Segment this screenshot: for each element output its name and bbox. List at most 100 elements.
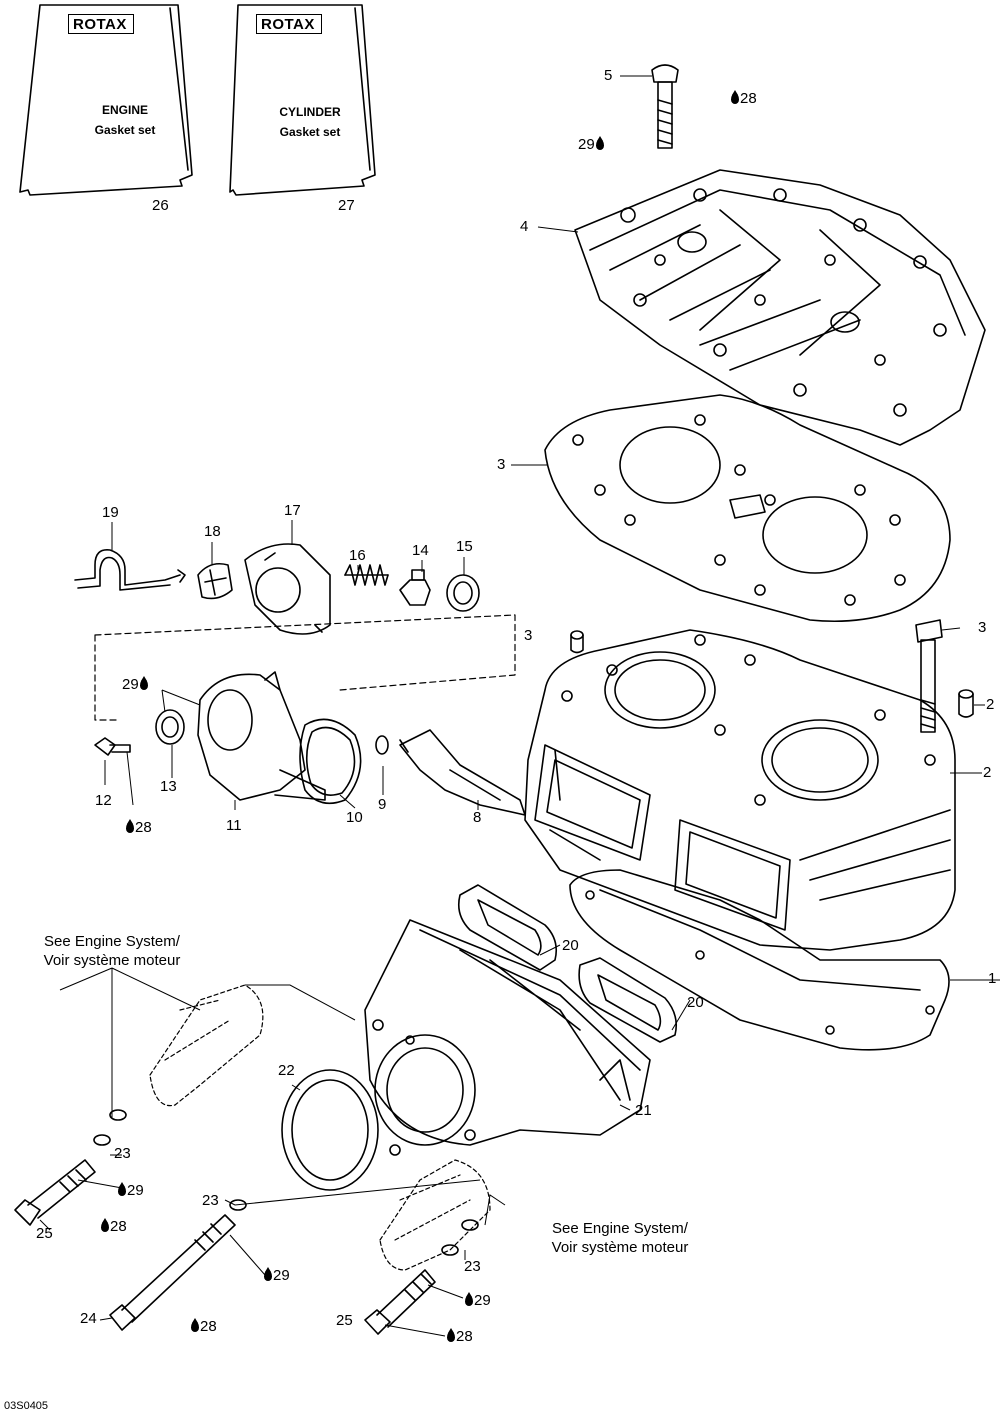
bolt-4 [915, 619, 943, 733]
lube-29-bolt-7: 29 [578, 136, 605, 153]
callout-16: 16 [349, 547, 366, 564]
engine-bag-label: ENGINE Gasket set [70, 100, 180, 140]
o-ring-10 [299, 718, 362, 805]
callout-13: 13 [160, 778, 177, 795]
lube-28-bolt-24: 28 [190, 1318, 217, 1335]
callout-27: 27 [338, 197, 355, 214]
bolt-25-right [364, 1269, 436, 1335]
drop-icon [191, 1318, 199, 1332]
callout-15: 15 [456, 538, 473, 555]
washer-23-d [461, 1219, 479, 1231]
note-right-line1: See Engine System/ [552, 1220, 688, 1237]
engine-bag-brand-text: ROTAX [68, 14, 134, 34]
bolt-7 [651, 64, 679, 149]
callout-25-right: 25 [336, 1312, 353, 1329]
callout-1: 1 [988, 970, 997, 987]
callout-17: 17 [284, 502, 301, 519]
callout-19: 19 [102, 504, 119, 521]
callout-5: 3 [497, 456, 506, 473]
note-see-engine-system-left: See Engine System/ Voir système moteur [12, 932, 212, 970]
lube-29-seal-13: 29 [122, 676, 149, 693]
diagram-code: 03S0405 [4, 1400, 49, 1412]
exhaust-manifold-21 [364, 919, 651, 1156]
lube-28-screw-12: 28 [125, 819, 152, 836]
callout-9: 9 [378, 796, 387, 813]
callout-20-upper: 20 [562, 937, 579, 954]
callout-14: 14 [412, 542, 429, 559]
washer-23-c [229, 1199, 247, 1211]
exhaust-gasket-20-lower [578, 957, 678, 1043]
group-3-bracket [94, 614, 516, 721]
drop-icon [118, 1182, 126, 1196]
callout-8: 8 [473, 809, 482, 826]
water-pump-housing-11 [197, 671, 326, 801]
screw-12 [94, 737, 131, 756]
outlet-fitting-8 [399, 729, 526, 816]
washer-23-e [441, 1244, 459, 1256]
callout-12: 12 [95, 792, 112, 809]
drop-icon [595, 136, 604, 150]
cap-18 [197, 562, 233, 600]
callout-3-group: 3 [524, 627, 533, 644]
engine-bag-brand: ROTAX [68, 14, 134, 34]
cylinder-bag-line1: CYLINDER [279, 105, 341, 119]
lube-28-bolt-7: 28 [730, 90, 757, 107]
callout-4: 3 [978, 619, 987, 636]
exhaust-pipe-left [149, 984, 264, 1107]
engine-bag-line1: ENGINE [101, 103, 148, 117]
bolt-24 [109, 1214, 236, 1331]
note-see-engine-system-right: See Engine System/ Voir système moteur [520, 1219, 720, 1257]
note-right-line2: Voir système moteur [551, 1239, 689, 1256]
cylinder-gasket-bag [229, 4, 376, 196]
dowel-pin-3 [958, 689, 974, 718]
note-left-line1: See Engine System/ [44, 933, 180, 950]
drop-icon [731, 90, 739, 104]
drop-icon [447, 1328, 455, 1342]
cylinder-bag-brand-text: ROTAX [256, 14, 322, 34]
drop-icon [465, 1292, 473, 1306]
exhaust-gasket-20-upper [457, 884, 558, 971]
callout-20-lower: 20 [687, 994, 704, 1011]
drop-icon [101, 1218, 109, 1232]
lube-29-bolt-24: 29 [263, 1267, 290, 1284]
callout-23-a: 23 [114, 1145, 131, 1162]
cylinder-bag-brand: ROTAX [256, 14, 322, 34]
lube-28-bolt-25-right: 28 [446, 1328, 473, 1345]
callout-11: 11 [226, 817, 242, 834]
callout-22: 22 [278, 1062, 295, 1079]
callout-26: 26 [152, 197, 169, 214]
lube-29-bolt-25-right: 29 [464, 1292, 491, 1309]
callout-2: 2 [983, 764, 992, 781]
drop-icon [139, 676, 148, 690]
note-left-line2: Voir système moteur [43, 952, 181, 969]
callout-24: 24 [80, 1310, 97, 1327]
cylinder-bag-label: CYLINDER Gasket set [250, 102, 370, 142]
lube-29-bolt-25-left: 29 [117, 1182, 144, 1199]
callout-21: 21 [635, 1102, 652, 1119]
drop-icon [264, 1267, 272, 1281]
cylinder-bag-line2: Gasket set [279, 125, 341, 139]
engine-gasket-bag [19, 4, 193, 196]
callout-3-dowel: 2 [986, 696, 995, 713]
callout-10: 10 [346, 809, 363, 826]
leader-lines [39, 75, 1000, 1337]
callout-23-c: 23 [464, 1258, 481, 1275]
washer-23-b [93, 1134, 111, 1146]
callout-18: 18 [204, 523, 221, 540]
thermostat-14 [399, 569, 431, 606]
callout-25-left: 25 [36, 1225, 53, 1242]
o-ring-9 [375, 735, 389, 755]
thermostat-housing-17 [244, 543, 331, 635]
cylinder-head-6 [574, 169, 986, 446]
washer-23-a [109, 1109, 127, 1121]
spring-clip-19 [74, 548, 186, 591]
callout-23-b: 23 [202, 1192, 219, 1209]
exhaust-pipe-right [379, 1159, 491, 1271]
bolt-25-left [14, 1159, 96, 1226]
base-gasket-1 [569, 869, 950, 1051]
seal-13 [155, 709, 185, 745]
engine-bag-line2: Gasket set [94, 123, 156, 137]
callout-7: 5 [604, 67, 613, 84]
cylinder-block-2 [524, 629, 956, 951]
